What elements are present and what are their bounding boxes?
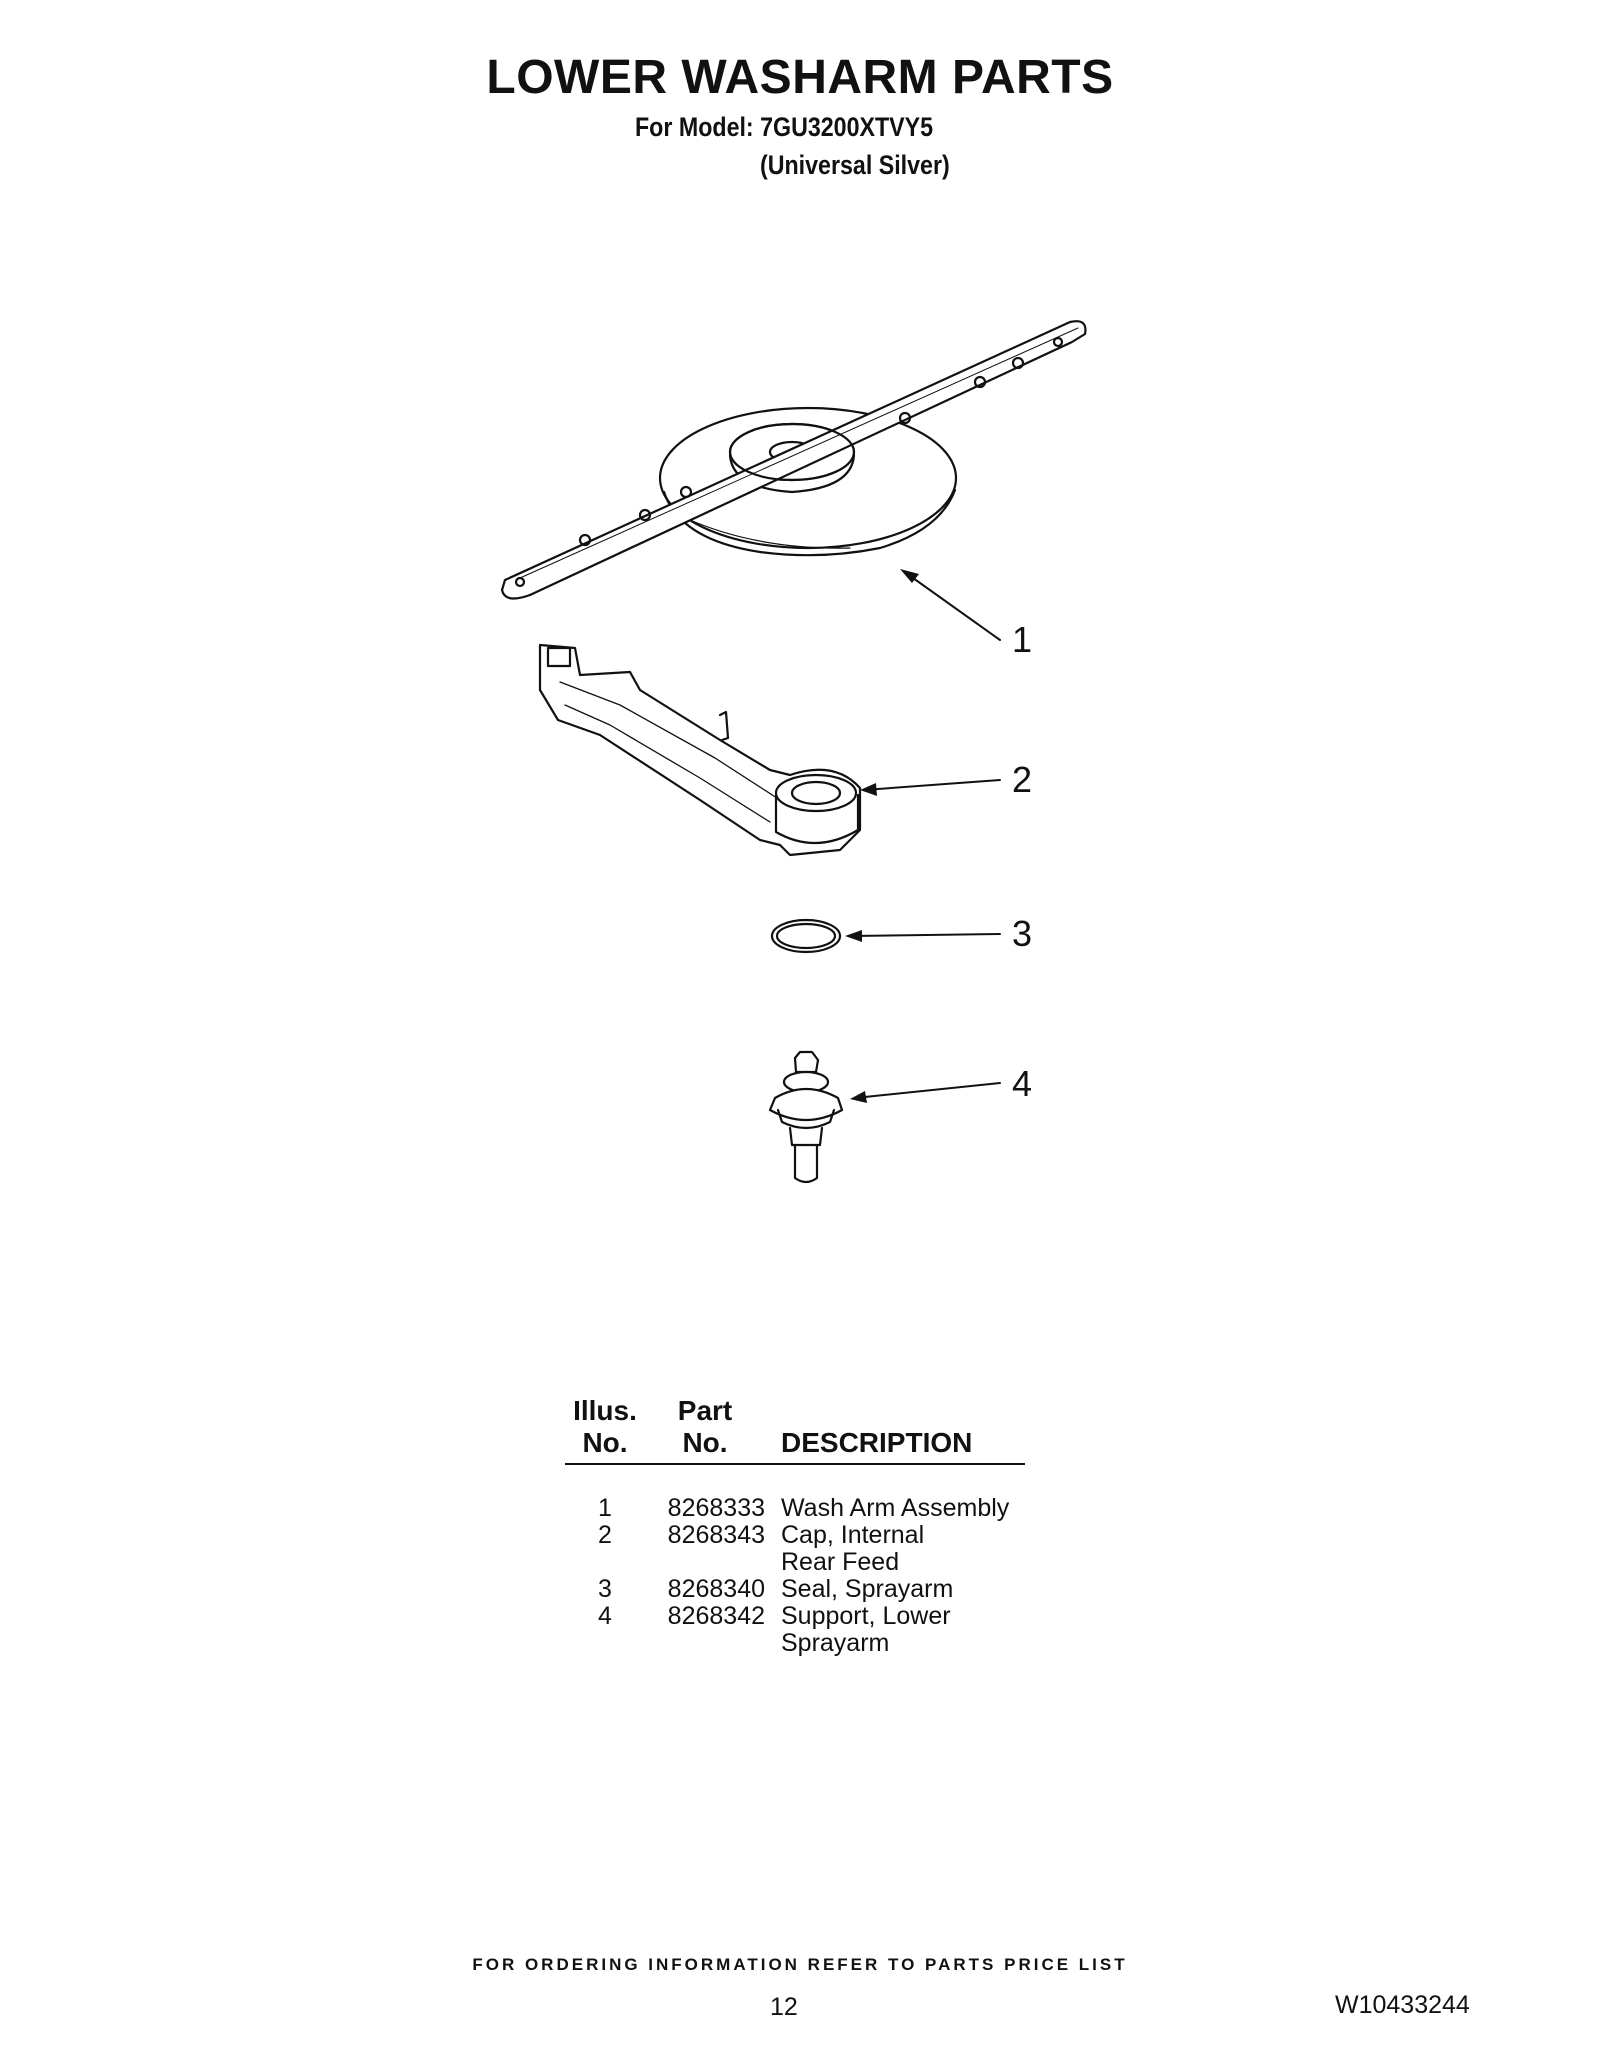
exploded-parts-diagram: 1 2 3 4 [500,320,1087,1184]
callout-1: 1 [1012,619,1032,660]
model-color: (Universal Silver) [760,150,950,180]
parts-list-table: Illus. No. Part No. DESCRIPTION 1 826833… [565,1395,1025,1657]
description-header: DESCRIPTION [777,1395,1025,1465]
model-number: For Model: 7GU3200XTVY5 [635,112,934,142]
page-number: 12 [770,1993,798,2021]
table-row: Sprayarm [781,1629,890,1657]
table-row: 2 8268343 Cap, Internal [598,1521,925,1549]
sprayarm-seal-part [770,918,842,954]
wash-arm-assembly-part [500,320,1087,600]
callout-4: 4 [1012,1063,1032,1104]
table-row: 1 8268333 Wash Arm Assembly [598,1494,1010,1522]
callout-arrowheads [845,569,919,1103]
lower-sprayarm-support-part [768,1050,844,1184]
page-title: LOWER WASHARM PARTS [486,51,1114,104]
illus-no-header: Illus. No. [565,1395,645,1465]
table-row: Rear Feed [781,1548,900,1576]
table-row: 3 8268340 Seal, Sprayarm [598,1575,954,1603]
table-row: 4 8268342 Support, Lower [598,1602,951,1630]
callout-2: 2 [1012,759,1032,800]
part-no-header: Part No. [645,1395,777,1465]
document-number: W10433244 [1335,1991,1470,2019]
table-header-row: Illus. No. Part No. DESCRIPTION [565,1395,1025,1465]
internal-cap-rear-feed-part [538,643,862,857]
callout-3: 3 [1012,913,1032,954]
ordering-info-note: FOR ORDERING INFORMATION REFER TO PARTS … [472,1955,1128,1974]
callout-leader-lines [849,572,1001,1099]
